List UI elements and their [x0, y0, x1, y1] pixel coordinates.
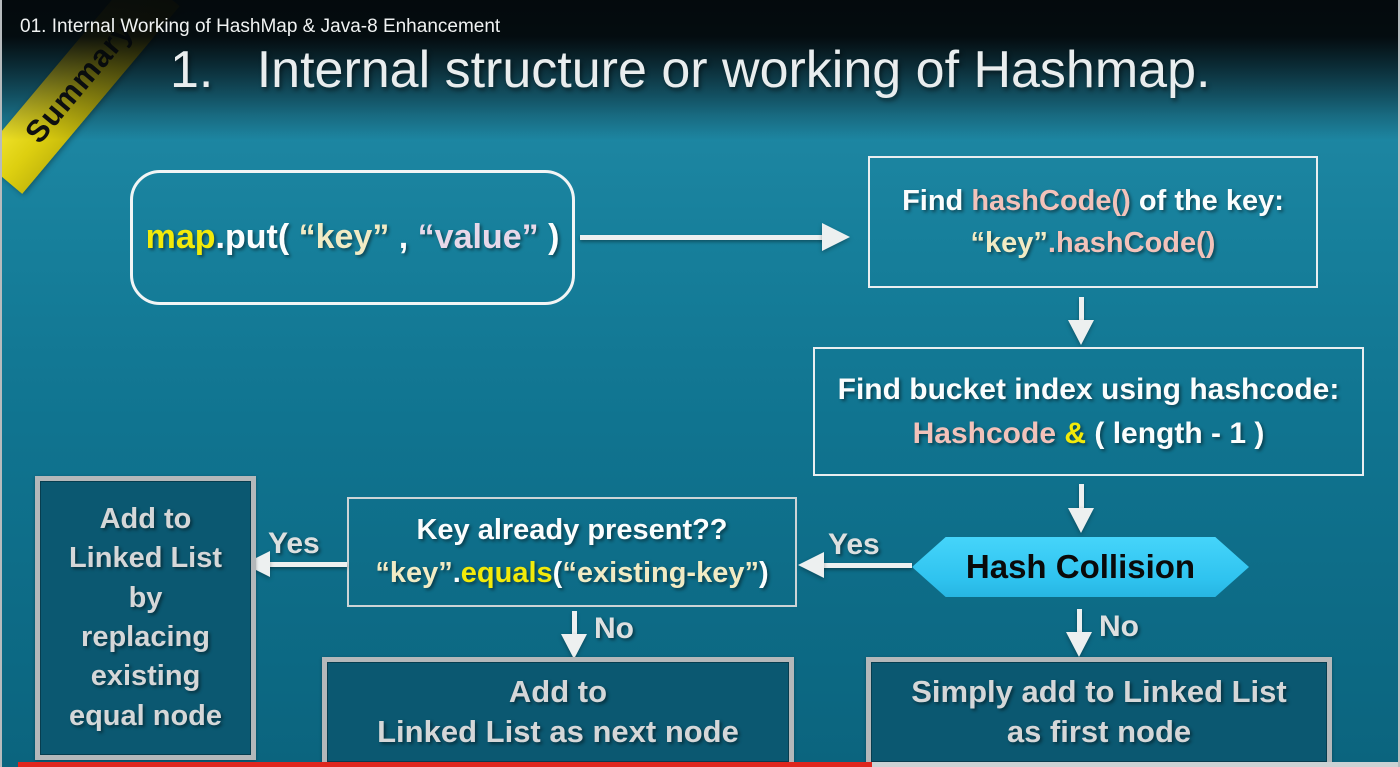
hashcode-method-token: hashCode() — [971, 184, 1131, 217]
edge-label-yes-collision: Yes — [828, 528, 880, 561]
arrow-mapput-to-hashcode-head — [822, 223, 850, 251]
replace-line: Linked List — [68, 542, 223, 575]
flow-node-hash-collision: Hash Collision — [912, 537, 1249, 597]
dot-hashcode-token: .hashCode() — [1047, 227, 1216, 259]
find-hashcode-line2: “key”.hashCode() — [971, 222, 1216, 264]
replace-line: Add to — [99, 502, 192, 535]
first-node-line2: as first node — [1006, 714, 1192, 749]
existing-key-literal-token: “existing-key” — [562, 557, 759, 589]
arrow-hashcode-to-bucket-shaft — [1079, 297, 1084, 322]
key-present-line1: Key already present?? — [416, 513, 728, 546]
video-progress-remaining[interactable] — [872, 762, 1398, 767]
key-literal-token: “key” — [970, 227, 1048, 259]
hash-collision-label: Hash Collision — [965, 548, 1196, 585]
arrow-collision-no-shaft — [1077, 609, 1082, 634]
slide-title: 1. Internal structure or working of Hash… — [170, 41, 1211, 99]
bucket-index-line1: Find bucket index using hashcode: — [837, 373, 1340, 406]
flow-node-add-first-node: Simply add to Linked List as first node — [866, 657, 1332, 767]
next-node-line1: Add to — [508, 673, 608, 709]
replace-line: equal node — [68, 699, 223, 732]
edge-label-no-collision: No — [1099, 610, 1139, 643]
map-put-code: map.put( “key” , “value” ) — [146, 218, 560, 257]
arrow-collision-to-keypresent-head — [798, 552, 824, 578]
arrow-collision-to-keypresent-shaft — [820, 563, 912, 568]
arrow-keypresent-to-replace-shaft — [266, 562, 347, 567]
edge-label-yes-keypresent: Yes — [268, 527, 320, 560]
flow-node-map-put: map.put( “key” , “value” ) — [130, 170, 575, 305]
next-node-line2: Linked List as next node — [377, 714, 739, 749]
find-hashcode-line1: Find hashCode() of the key: — [902, 180, 1284, 222]
of-the-key-text: of the key: — [1130, 184, 1284, 217]
replace-line: by — [128, 581, 163, 614]
video-progress-played[interactable] — [18, 762, 872, 767]
flow-node-key-present: Key already present?? “key”.equals(“exis… — [347, 497, 797, 607]
key-literal-token: “key” — [375, 557, 453, 589]
edge-label-no-keypresent: No — [594, 612, 634, 645]
first-node-line1: Simply add to Linked List — [911, 673, 1287, 709]
close-paren-token: ) — [758, 557, 769, 589]
flow-node-add-next-node: Add to Linked List as next node — [322, 657, 794, 767]
replace-line: replacing — [81, 621, 210, 653]
put-token: .put( — [215, 218, 299, 256]
comma-token: , — [389, 218, 418, 256]
bucket-index-line2: Hashcode & ( length - 1 ) — [913, 412, 1265, 456]
find-text: Find — [902, 184, 972, 217]
key-arg-token: “key” — [298, 218, 390, 256]
arrow-mapput-to-hashcode-shaft — [580, 235, 825, 240]
close-paren-token: ) — [538, 218, 560, 256]
video-progress-bar[interactable] — [2, 762, 1398, 767]
arrow-collision-no-head — [1066, 632, 1092, 657]
hashcode-operand-token: Hashcode — [912, 416, 1065, 450]
equals-method-token: equals — [460, 557, 553, 589]
arrow-hashcode-to-bucket-head — [1068, 320, 1094, 345]
value-arg-token: “value” — [417, 218, 539, 256]
replace-line: existing — [90, 660, 201, 693]
video-title: 01. Internal Working of HashMap & Java-8… — [20, 16, 501, 37]
map-token: map — [145, 218, 216, 256]
length-minus-one-token: ( length - 1 ) — [1086, 416, 1265, 450]
open-paren-token: ( — [552, 557, 563, 589]
key-present-line2: “key”.equals(“existing-key”) — [375, 552, 768, 596]
ampersand-token: & — [1064, 416, 1087, 450]
arrow-keypresent-no-shaft — [572, 611, 577, 636]
dot-token: . — [452, 557, 461, 589]
flow-node-bucket-index: Find bucket index using hashcode: Hashco… — [813, 347, 1364, 476]
arrow-bucket-to-collision-shaft — [1079, 484, 1084, 510]
flow-node-replace-existing: Add to Linked List by replacing existing… — [35, 476, 256, 760]
flow-node-find-hashcode: Find hashCode() of the key: “key”.hashCo… — [868, 156, 1318, 288]
arrow-keypresent-no-head — [561, 634, 587, 659]
arrow-bucket-to-collision-head — [1068, 508, 1094, 533]
